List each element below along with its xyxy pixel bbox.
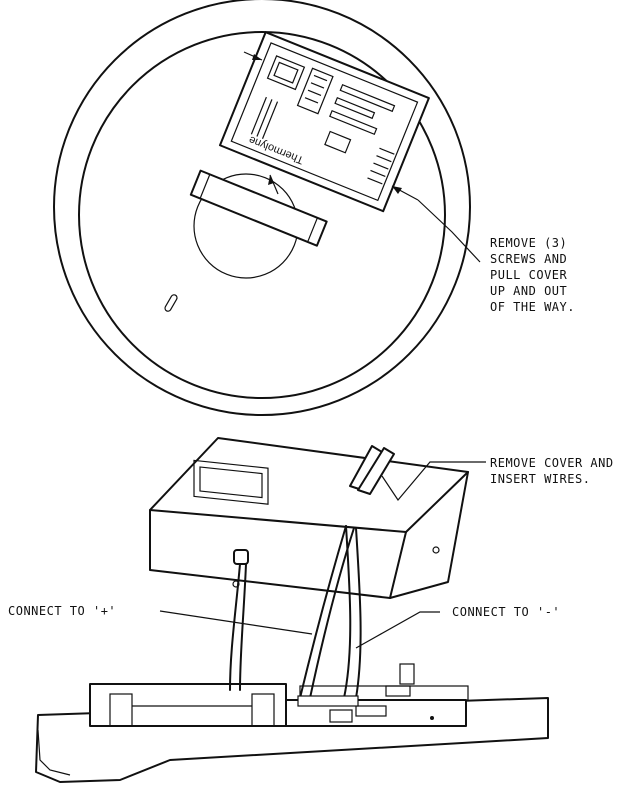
- top-view: Thermolyne: [53, 0, 481, 416]
- connect-plus-leader: [159, 610, 313, 635]
- connect-plus-label: CONNECT TO '+': [8, 604, 116, 618]
- control-box: Thermolyne: [218, 31, 430, 213]
- remove-cover-line-1: REMOVE COVER AND: [490, 456, 614, 470]
- connect-minus-label: CONNECT TO '-': [452, 605, 560, 619]
- remove-screws-leader: [417, 199, 481, 263]
- inner-disc: [78, 31, 446, 399]
- wire-tabs: [349, 445, 395, 495]
- bracket-bar: [189, 169, 328, 247]
- remove-screws-line-5: OF THE WAY.: [490, 300, 575, 314]
- frame: [89, 663, 469, 727]
- remove-screws-line-4: UP AND OUT: [490, 284, 567, 298]
- remove-cover-leader: [381, 461, 486, 501]
- remove-screws-line-2: SCREWS AND: [490, 252, 567, 266]
- side-view: [35, 437, 549, 783]
- remove-screws-line-3: PULL COVER: [490, 268, 568, 282]
- remove-screws-callout: REMOVE (3) SCREWS AND PULL COVER UP AND …: [490, 236, 575, 314]
- connect-minus-leader: [355, 611, 440, 649]
- outer-disc: [53, 0, 471, 416]
- cover-box: [149, 437, 469, 599]
- cover-label-plate: [193, 459, 269, 505]
- remove-screws-line-1: REMOVE (3): [490, 236, 567, 250]
- remove-cover-callout: REMOVE COVER AND INSERT WIRES.: [490, 456, 621, 486]
- remove-cover-line-2: INSERT WIRES.: [490, 472, 590, 486]
- mounting-slot: [164, 294, 178, 312]
- screw-arrows: [243, 51, 419, 201]
- wire-loop: [297, 525, 362, 707]
- side-cable: [229, 549, 249, 691]
